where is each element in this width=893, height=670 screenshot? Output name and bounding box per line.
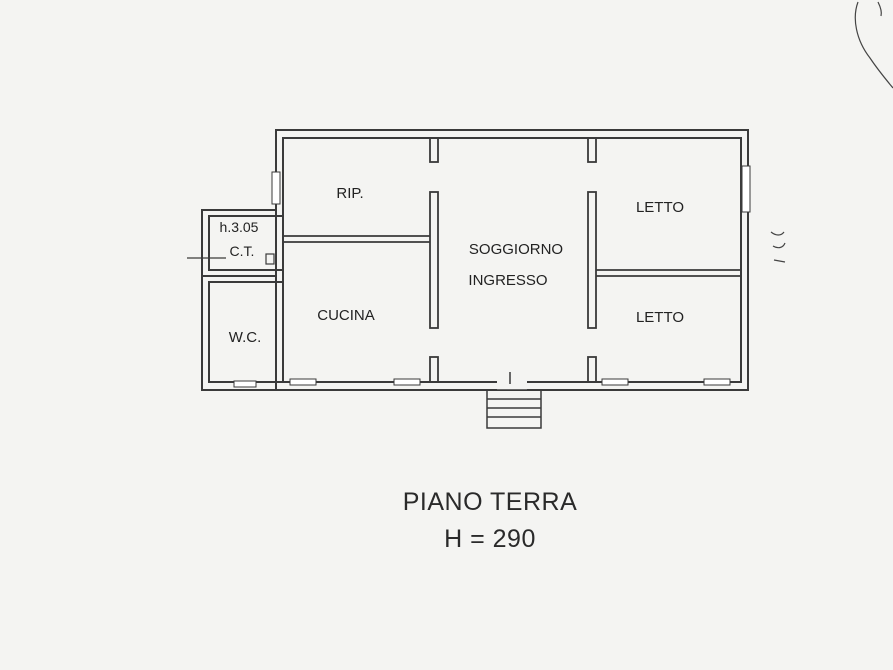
handwritten-marks xyxy=(770,1,893,263)
boiler-marker xyxy=(187,253,275,265)
room-label-ct-height: h.3.05 xyxy=(220,219,259,235)
room-label-letto-lower: LETTO xyxy=(636,309,684,326)
room-label-ingresso: INGRESSO xyxy=(468,272,547,289)
room-label-letto-upper: LETTO xyxy=(636,199,684,216)
plan-title: PIANO TERRA xyxy=(402,488,578,516)
windows xyxy=(233,165,751,388)
room-label-soggiorno: SOGGIORNO xyxy=(469,241,563,258)
interior-walls xyxy=(275,137,741,383)
room-label-rip: RIP. xyxy=(336,185,363,202)
room-label-ct: C.T. xyxy=(230,243,255,259)
room-label-cucina: CUCINA xyxy=(317,307,375,324)
room-label-wc: W.C. xyxy=(229,329,262,346)
plan-height: H = 290 xyxy=(444,525,536,553)
entrance-steps xyxy=(486,372,542,429)
